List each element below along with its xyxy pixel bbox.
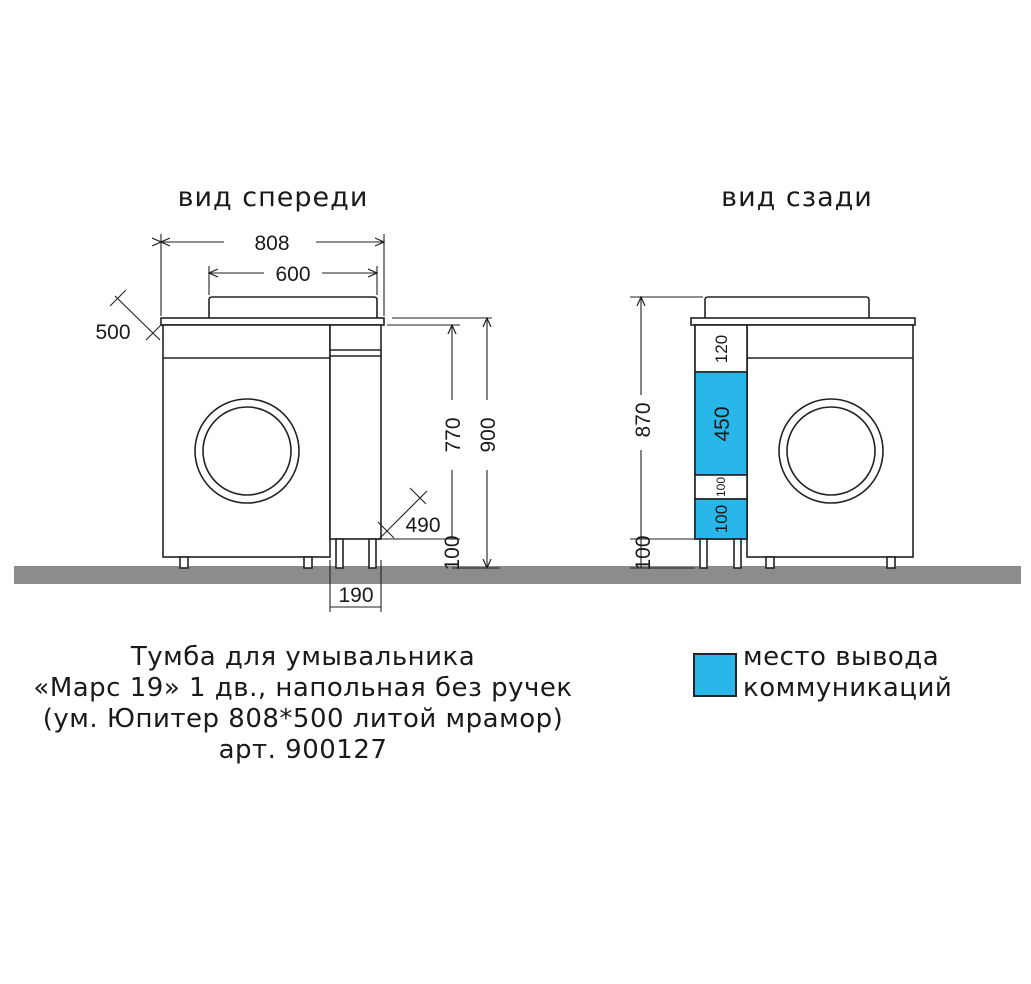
back-zone-4-label: 100 bbox=[712, 505, 731, 533]
back-leg-right bbox=[886, 556, 896, 569]
back-zone-4-highlight bbox=[694, 498, 748, 540]
legend-line-1: место вывода bbox=[743, 642, 940, 672]
back-countertop bbox=[690, 317, 916, 326]
washing-machine-door-outer bbox=[194, 398, 300, 504]
back-dim-height-total: 870 bbox=[632, 402, 655, 437]
caption-line-1: Тумба для умывальника bbox=[130, 642, 476, 672]
front-dim-width-basin: 600 bbox=[275, 263, 310, 286]
caption-line-3: (ум. Юпитер 808*500 литой мрамор) bbox=[42, 704, 564, 734]
back-cabinet-leg-left bbox=[699, 538, 708, 569]
back-basin bbox=[704, 296, 870, 318]
front-cabinet-leg-left bbox=[335, 538, 344, 569]
back-view bbox=[690, 296, 916, 569]
back-washing-machine-door-outer bbox=[778, 398, 884, 504]
back-washing-machine-door-inner bbox=[786, 406, 876, 496]
back-zone-2-label: 450 bbox=[711, 406, 734, 441]
back-zone-2-highlight bbox=[694, 371, 748, 476]
floor bbox=[14, 566, 1021, 584]
front-dim-leg: 100 bbox=[441, 535, 464, 570]
caption-line-2: «Марс 19» 1 дв., напольная без ручек bbox=[33, 673, 573, 703]
front-dim-depth-cabinet: 490 bbox=[405, 514, 440, 537]
washing-machine-door-inner bbox=[202, 406, 292, 496]
front-leg-right bbox=[303, 556, 313, 569]
front-countertop bbox=[160, 317, 385, 326]
front-dim-cabinet-width: 190 bbox=[338, 584, 373, 607]
product-caption: Тумба для умывальника «Марс 19» 1 дв., н… bbox=[0, 642, 606, 766]
front-dim-height-body: 770 bbox=[442, 417, 465, 452]
front-leg-left bbox=[179, 556, 189, 569]
front-dim-depth: 500 bbox=[95, 321, 130, 344]
legend-label: место вывода коммуникаций bbox=[743, 642, 1023, 704]
front-dim-height-total: 900 bbox=[477, 417, 500, 452]
back-cabinet-leg-right bbox=[733, 538, 742, 569]
back-zone-3-label: 100 bbox=[714, 477, 728, 497]
front-dim-width-total: 808 bbox=[254, 232, 289, 255]
back-dim-leg: 100 bbox=[632, 535, 655, 570]
legend-line-2: коммуникаций bbox=[743, 673, 953, 703]
front-basin bbox=[208, 296, 378, 318]
back-zone-3 bbox=[694, 474, 748, 500]
front-view bbox=[160, 296, 385, 569]
front-cabinet-leg-right bbox=[368, 538, 377, 569]
back-zone-1-label: 120 bbox=[712, 335, 731, 363]
front-side-cabinet bbox=[329, 324, 382, 540]
caption-line-4: арт. 900127 bbox=[218, 735, 388, 765]
back-main-body bbox=[746, 324, 914, 558]
back-leg-left bbox=[765, 556, 775, 569]
front-view-title: вид спереди bbox=[178, 182, 369, 213]
legend-swatch bbox=[693, 653, 737, 697]
front-main-body bbox=[162, 324, 331, 558]
back-view-title: вид сзади bbox=[721, 182, 873, 213]
